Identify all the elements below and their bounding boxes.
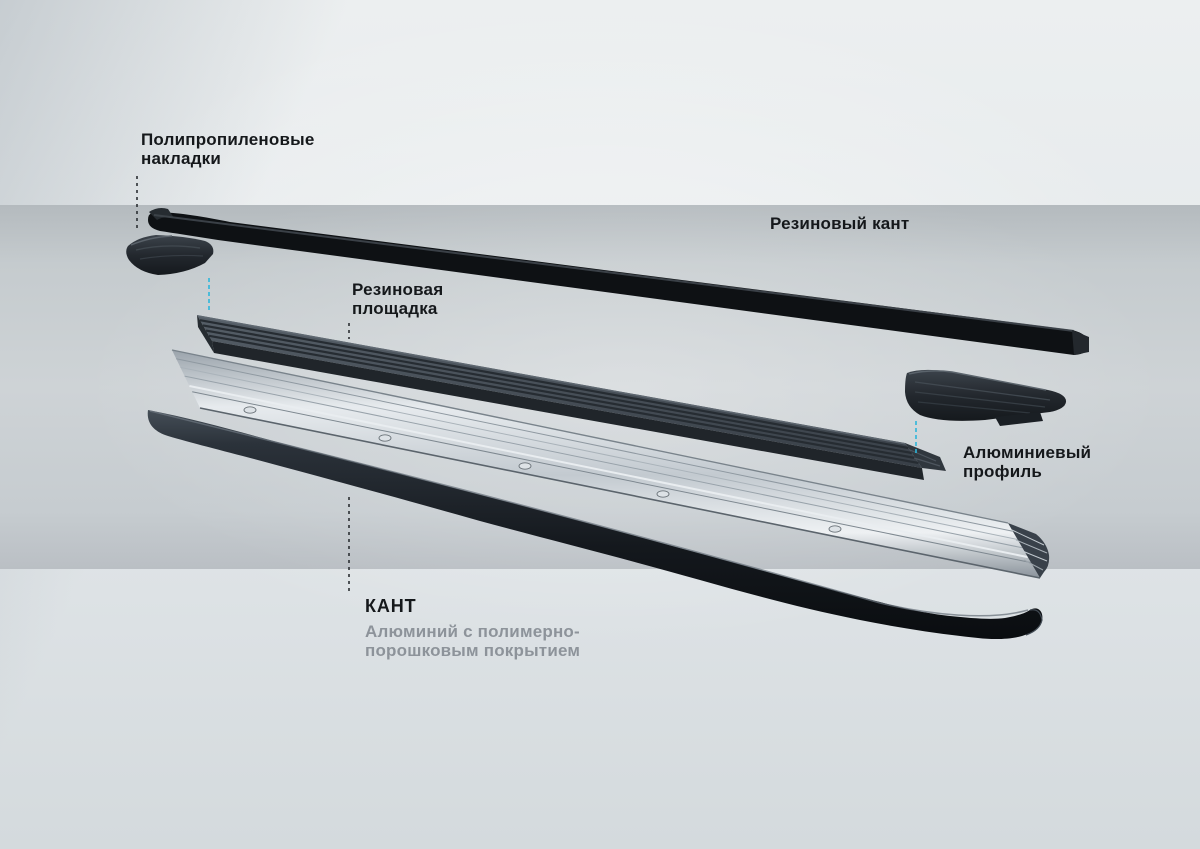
aluminum-groove (192, 391, 1032, 564)
pad-left-body (126, 235, 214, 275)
pad-right-rib (917, 401, 1031, 414)
pad-left-highlight (130, 235, 173, 246)
rubber-edge-highlight (153, 214, 1075, 332)
platform-front-face (212, 341, 924, 480)
label-aluminum-profile: Алюминиевый профиль (963, 443, 1091, 481)
pad-right-rib (914, 391, 1046, 408)
aluminum-end-fin (1019, 549, 1048, 562)
rubber-edge-endcap (1072, 330, 1089, 355)
aluminum-end-fin (1023, 559, 1044, 571)
pad-left-rib (135, 245, 201, 251)
pad-right-part (905, 369, 1067, 426)
pad-left-part (126, 235, 214, 275)
label-rubber-platform: Резиновая площадка (352, 280, 443, 318)
platform-groove (202, 324, 912, 455)
pad-left-rib (139, 254, 204, 260)
kant-highlight (149, 410, 1029, 617)
platform-end-fin (913, 457, 941, 467)
platform-groove (205, 329, 916, 460)
label-aluminum-profile-line1: Алюминиевый (963, 443, 1092, 462)
platform-end-fin (909, 449, 937, 462)
screw-hole (518, 462, 532, 470)
label-aluminum-profile-line2: профиль (963, 462, 1043, 481)
label-kant-title: КАНТ (365, 597, 417, 616)
label-kant-subtitle: Алюминий с полимерно- порошковым покрыти… (365, 622, 580, 660)
aluminum-end-fin (1011, 529, 1045, 546)
label-polypropylene-pads-line1: Полипропиленовые (141, 130, 315, 149)
label-kant-title-text: КАНТ (365, 596, 417, 616)
aluminum-end-fin (1015, 539, 1048, 554)
screw-hole (378, 434, 392, 442)
label-kant-subtitle-line2: порошковым покрытием (365, 641, 581, 660)
aluminum-top-face (172, 350, 1040, 578)
aluminum-profile-part (171, 349, 1050, 579)
kant-endcap-edge (1025, 609, 1043, 636)
kant-part (147, 410, 1043, 640)
aluminum-groove (184, 375, 1023, 549)
aluminum-bottom-edge (199, 407, 1041, 579)
aluminum-top-edge (171, 349, 1009, 524)
pad-right-highlight (908, 370, 1047, 391)
rubber-platform-part (197, 315, 946, 480)
label-polypropylene-pads: Полипропиленовые накладки (141, 130, 315, 168)
platform-highlight (197, 315, 907, 445)
label-rubber-platform-line1: Резиновая (352, 280, 444, 299)
kant-body (147, 410, 1043, 640)
pad-right-rib (914, 381, 1051, 401)
label-polypropylene-pads-line2: накладки (141, 149, 222, 168)
platform-groove (199, 319, 909, 450)
label-rubber-edge-text: Резиновый кант (770, 214, 910, 233)
aluminum-groove (176, 358, 1013, 532)
pad-right-tab (995, 412, 1043, 426)
aluminum-ridge-highlight (189, 385, 1028, 559)
rubber-edge-body (148, 212, 1089, 355)
platform-left-end (197, 315, 214, 353)
aluminum-groove (180, 366, 1018, 540)
platform-groove (208, 334, 919, 465)
label-rubber-edge: Резиновый кант (770, 214, 909, 233)
rubber-edge-part (148, 208, 1089, 355)
screw-hole (243, 406, 257, 414)
pad-right-body (905, 369, 1067, 421)
screw-hole (828, 525, 842, 533)
aluminum-end-section (1008, 523, 1050, 578)
label-rubber-platform-line2: площадка (352, 299, 438, 318)
screw-hole (656, 490, 670, 498)
label-kant-subtitle-line1: Алюминий с полимерно- (365, 622, 580, 641)
